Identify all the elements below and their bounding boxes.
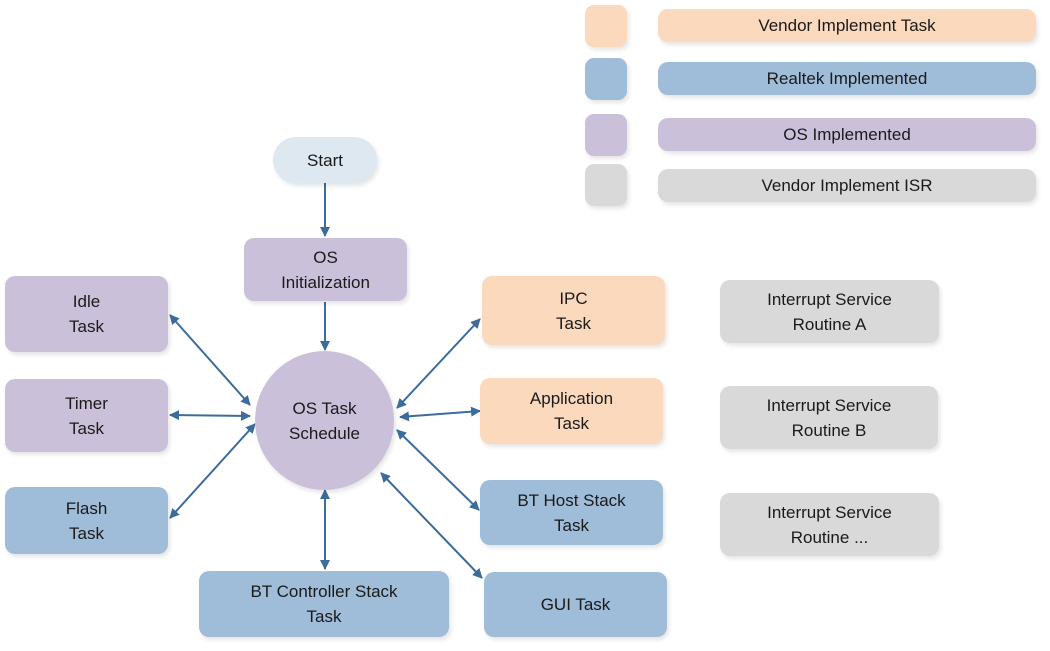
node-label: Routine B	[791, 420, 867, 440]
node-label: BT Host Stack	[517, 490, 626, 510]
node-label: BT Controller Stack	[250, 582, 398, 601]
legend-text: OS Implemented	[783, 124, 911, 144]
node-label: Task	[69, 418, 104, 438]
node-isr-n: Interrupt Service Routine ...	[720, 493, 939, 556]
edge-schedule-ipc	[396, 318, 481, 409]
node-label: OS	[313, 247, 338, 267]
node-label: Interrupt Service	[766, 395, 892, 415]
legend-label-os: OS Implemented	[658, 118, 1036, 151]
node-label: Routine ...	[790, 527, 869, 547]
node-application-task: Application Task	[480, 378, 663, 444]
node-isr-a: Interrupt Service Routine A	[720, 280, 939, 343]
legend-text: Vendor Implement Task	[758, 15, 936, 35]
node-label: Task	[306, 607, 342, 626]
node-start: Start	[273, 137, 377, 183]
node-label: Task	[69, 523, 104, 543]
legend-text: Vendor Implement ISR	[761, 175, 933, 195]
node-bt-host-stack-task: BT Host Stack Task	[480, 480, 663, 545]
node-label: OS Task	[292, 398, 357, 418]
node-label: GUI Task	[540, 595, 611, 614]
legend-label-isr: Vendor Implement ISR	[658, 169, 1036, 202]
node-label: Initialization	[281, 272, 370, 292]
edge-schedule-flash	[169, 423, 256, 519]
node-label: Schedule	[289, 423, 360, 443]
node-label: Routine A	[792, 314, 867, 334]
node-label: Interrupt Service	[767, 502, 892, 522]
node-os-task-schedule: OS Task Schedule	[255, 351, 394, 490]
node-bt-controller-stack-task: BT Controller Stack Task	[199, 571, 449, 637]
legend-swatch-os	[585, 114, 627, 156]
node-gui-task: GUI Task	[484, 572, 667, 637]
node-idle-task: Idle Task	[5, 276, 168, 352]
node-label: Application	[529, 389, 614, 408]
legend-swatch-isr	[585, 164, 627, 206]
legend-label-realtek: Realtek Implemented	[658, 62, 1036, 95]
node-label: Task	[554, 414, 589, 433]
node-label: IPC	[559, 288, 588, 308]
node-os-initialization: OS Initialization	[244, 238, 407, 301]
node-label: Flash	[65, 498, 108, 518]
node-label: Task	[69, 317, 104, 336]
edge-schedule-timer	[169, 410, 251, 421]
node-timer-task: Timer Task	[5, 379, 168, 452]
node-label: Interrupt Service	[767, 289, 892, 309]
edge-schedule-bt-host	[396, 429, 480, 511]
legend-swatch-realtek	[585, 58, 627, 100]
node-label: Start	[307, 150, 343, 170]
legend-text: Realtek Implemented	[766, 68, 928, 88]
legend-label-vendor-task: Vendor Implement Task	[658, 9, 1036, 42]
node-flash-task: Flash Task	[5, 487, 168, 554]
node-isr-b: Interrupt Service Routine B	[720, 386, 938, 449]
node-label: Task	[554, 515, 589, 535]
node-label: Idle	[72, 292, 101, 311]
node-label: Timer	[65, 393, 108, 413]
edge-schedule-application	[399, 406, 481, 422]
node-label: Task	[556, 313, 591, 333]
legend-swatch-vendor-task	[585, 5, 627, 47]
node-ipc-task: IPC Task	[482, 276, 665, 345]
edge-schedule-idle	[169, 314, 251, 406]
edge-schedule-gui	[380, 472, 483, 579]
